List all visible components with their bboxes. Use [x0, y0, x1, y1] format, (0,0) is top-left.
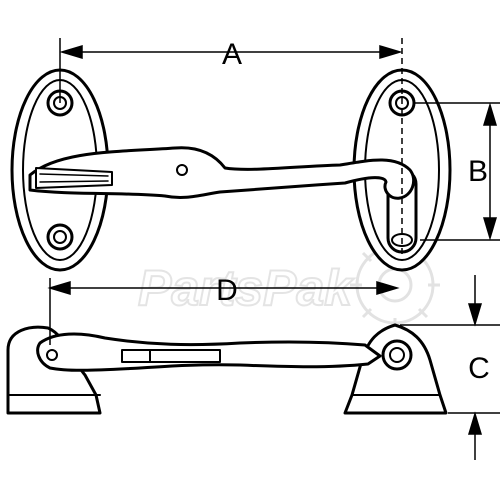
dimension-label-a: A: [222, 38, 242, 71]
dimension-c: [400, 275, 500, 460]
dimension-lines: [47, 38, 500, 460]
top-view: [10, 68, 452, 272]
eye-hole-icon: [381, 339, 413, 371]
dimension-label-c: C: [468, 352, 490, 385]
hook-arm-side: [36, 332, 382, 372]
dimension-label-d: D: [216, 274, 238, 307]
side-view: [6, 323, 448, 415]
right-base: [343, 323, 448, 415]
dimension-label-b: B: [468, 155, 488, 188]
dimension-d: [47, 278, 400, 345]
dimension-b: [415, 102, 500, 241]
hook-arm: [28, 146, 416, 200]
screw-hole-icon: [46, 223, 74, 251]
dimension-a: [59, 38, 403, 255]
